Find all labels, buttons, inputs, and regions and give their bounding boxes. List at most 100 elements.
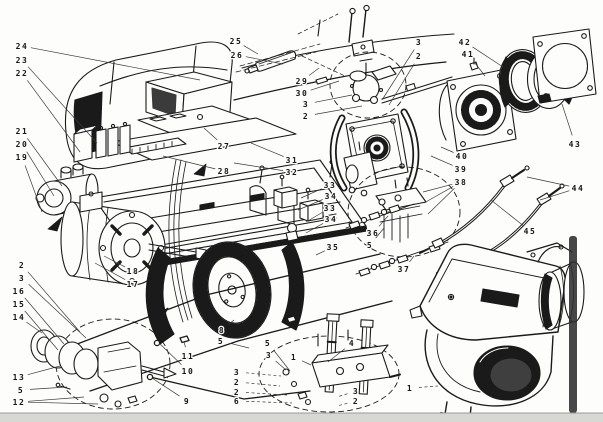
- leader-line: [336, 393, 348, 398]
- part-number: 1: [407, 384, 413, 393]
- leader-line: [378, 215, 389, 227]
- callouts-layer: 2423222120192316151413512181725262728293…: [11, 36, 584, 408]
- leader-line: [245, 392, 288, 396]
- leader-line: [183, 341, 186, 348]
- leader-line: [336, 402, 348, 407]
- leader-line: [305, 212, 323, 223]
- leader-line: [28, 283, 87, 339]
- leader-line: [388, 63, 415, 106]
- part-number: 3: [266, 351, 272, 360]
- part-number: 15: [13, 300, 26, 309]
- part-number: 10: [182, 367, 195, 376]
- callout-29: 29: [294, 67, 320, 87]
- leader-line: [26, 151, 55, 197]
- part-number: 28: [218, 167, 231, 176]
- leader-line: [229, 342, 250, 349]
- callout-3: 3: [233, 367, 282, 378]
- leader-line: [27, 396, 85, 402]
- part-number: 2: [234, 388, 240, 397]
- part-number: 5: [367, 241, 373, 250]
- leader-line: [27, 401, 99, 405]
- part-number: 2: [234, 378, 240, 387]
- callout-43: 43: [561, 103, 582, 150]
- callout-20: 20: [14, 139, 55, 197]
- part-number: 2: [416, 52, 422, 61]
- leader-line: [327, 348, 346, 363]
- leader-line: [314, 94, 353, 103]
- callout-8: 8: [218, 319, 235, 336]
- leader-line: [245, 372, 282, 377]
- part-number: 32: [286, 168, 299, 177]
- leader-line: [314, 105, 363, 115]
- leader-line: [30, 47, 201, 81]
- part-number: 3: [353, 387, 359, 396]
- part-number: 4: [349, 339, 355, 348]
- part-number: 42: [459, 38, 472, 47]
- leader-line: [27, 271, 81, 333]
- part-number: 23: [16, 56, 29, 65]
- leader-line: [310, 80, 340, 91]
- part-number: 2: [353, 397, 359, 406]
- leader-line: [94, 262, 126, 280]
- callout-44: 44: [526, 176, 584, 201]
- part-number: 3: [303, 100, 309, 109]
- leader-line: [243, 45, 259, 55]
- leader-line: [308, 67, 320, 76]
- part-number: 26: [231, 51, 244, 60]
- callout-11: 11: [180, 341, 194, 362]
- callout-45: 45: [490, 199, 537, 237]
- leader-line: [297, 199, 323, 211]
- callout-36: 36: [365, 215, 389, 239]
- callout-12: 12: [11, 396, 99, 408]
- part-number: 43: [569, 140, 582, 149]
- callout-34: 34: [297, 191, 338, 211]
- part-number: 34: [325, 215, 338, 224]
- leader-line: [422, 183, 453, 193]
- leader-line: [245, 382, 281, 387]
- leader-line: [305, 223, 324, 234]
- callout-31: 31: [250, 142, 298, 166]
- callout-34: 34: [305, 214, 338, 234]
- leader-line: [24, 310, 59, 351]
- part-number: 18: [127, 267, 140, 276]
- leader-line: [103, 255, 126, 268]
- callout-5: 5: [366, 227, 385, 251]
- leader-line: [539, 190, 570, 201]
- leader-line: [275, 360, 287, 371]
- leader-line: [158, 342, 182, 365]
- callout-39: 39: [430, 155, 467, 175]
- leader-line: [430, 155, 453, 166]
- callout-35: 35: [315, 242, 339, 256]
- part-number: 33: [324, 181, 337, 190]
- leader-line: [203, 127, 218, 141]
- callout-33: 33: [305, 203, 336, 223]
- leader-line: [301, 360, 312, 366]
- part-number: 45: [524, 227, 537, 236]
- leader-line: [29, 386, 68, 390]
- callout-41: 41: [460, 49, 486, 77]
- relay-cluster-art: [73, 121, 131, 163]
- leader-line: [233, 162, 284, 171]
- callout-27: 27: [203, 127, 230, 152]
- part-number: 22: [16, 69, 29, 78]
- fan-unit-art: [438, 28, 597, 152]
- callout-32: 32: [233, 162, 299, 178]
- pump-group-art: [30, 318, 177, 410]
- leader-line: [526, 176, 570, 187]
- part-number: 3: [234, 368, 240, 377]
- callout-3: 3: [381, 37, 422, 101]
- part-number: 17: [127, 280, 140, 289]
- callout-2: 2: [233, 377, 281, 388]
- callout-5: 5: [264, 338, 291, 372]
- leader-line: [26, 321, 43, 334]
- part-number: 34: [325, 192, 338, 201]
- leader-line: [273, 349, 291, 372]
- part-number: 38: [455, 178, 468, 187]
- part-number: 3: [19, 274, 25, 283]
- leader-line: [427, 188, 455, 215]
- callout-1: 1: [406, 383, 439, 394]
- callout-42: 42: [457, 37, 504, 68]
- leader-line: [245, 400, 293, 404]
- leader-line: [27, 80, 81, 153]
